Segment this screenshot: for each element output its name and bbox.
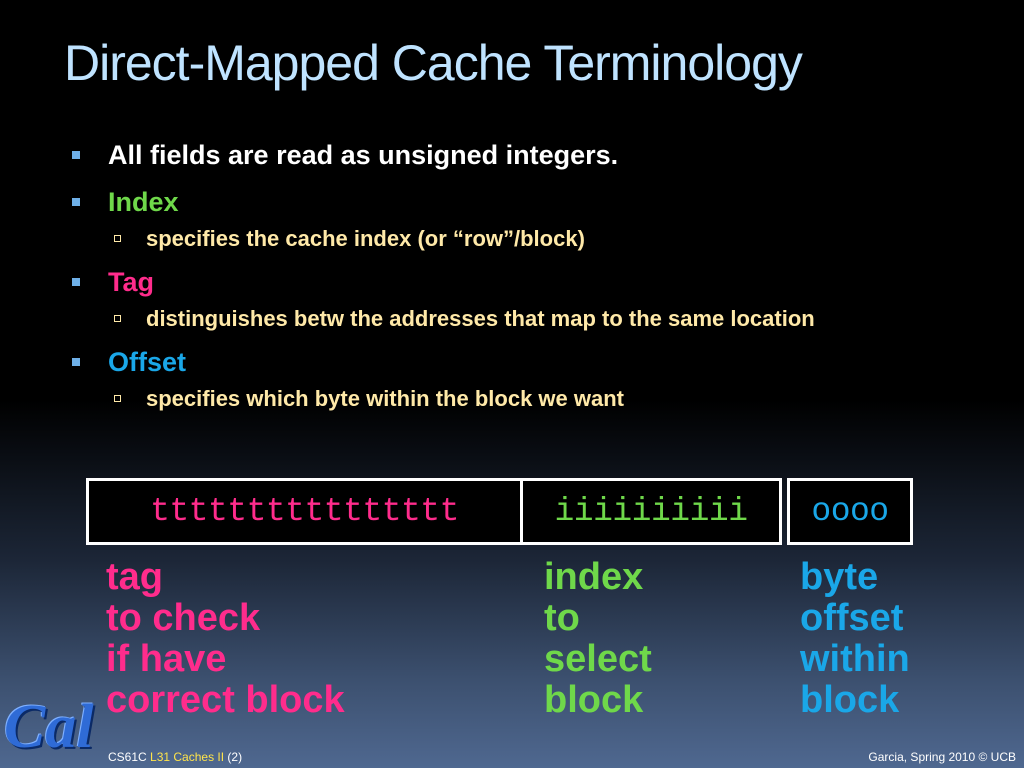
tag-desc-line: if have <box>106 638 227 680</box>
cal-logo: Cal <box>4 693 94 761</box>
index-desc-line: block <box>544 679 644 721</box>
bullet-tag: Tag <box>72 265 952 299</box>
footer-lecture: L31 Caches II <box>150 750 225 764</box>
address-index-field: iiiiiiiiii <box>520 478 782 545</box>
sub-bullet-text: specifies which byte within the block we… <box>146 386 624 411</box>
square-bullet-icon <box>72 278 80 286</box>
bullet-label-tag: Tag <box>108 267 154 297</box>
slide-title: Direct-Mapped Cache Terminology <box>64 35 803 91</box>
offset-desc-line: block <box>800 679 900 721</box>
index-description: index to select block <box>544 557 652 721</box>
square-bullet-icon <box>72 358 80 366</box>
square-bullet-icon <box>72 151 80 159</box>
offset-bits: oooo <box>811 493 889 530</box>
bullet-index: Index <box>72 185 952 219</box>
sub-bullet-text: specifies the cache index (or “row”/bloc… <box>146 226 585 251</box>
bullet-text: All fields are read as unsigned integers… <box>108 140 619 170</box>
offset-desc-line: offset <box>800 597 904 639</box>
index-desc-line: to <box>544 597 580 639</box>
tag-bits: tttttttttttttttt <box>150 493 459 530</box>
tag-desc-line: correct block <box>106 679 345 721</box>
index-desc-line: index <box>544 556 644 598</box>
hollow-square-bullet-icon <box>114 395 121 402</box>
offset-desc-line: within <box>800 638 910 680</box>
offset-desc-line: byte <box>800 556 879 598</box>
hollow-square-bullet-icon <box>114 315 121 322</box>
hollow-square-bullet-icon <box>114 235 121 242</box>
sub-bullet-index: specifies the cache index (or “row”/bloc… <box>72 222 952 256</box>
sub-bullet-offset: specifies which byte within the block we… <box>72 382 952 416</box>
bullet-unsigned: All fields are read as unsigned integers… <box>72 138 952 172</box>
index-bits: iiiiiiiiii <box>554 493 748 530</box>
sub-bullet-tag: distinguishes betw the addresses that ma… <box>72 302 952 336</box>
footer-page: (2) <box>227 750 243 764</box>
sub-bullet-text: distinguishes betw the addresses that ma… <box>146 306 815 331</box>
footer-credit: Garcia, Spring 2010 © UCB <box>868 750 1016 764</box>
tag-desc-line: tag <box>106 556 163 598</box>
bullet-list: All fields are read as unsigned integers… <box>72 138 952 425</box>
square-bullet-icon <box>72 198 80 206</box>
offset-description: byte offset within block <box>800 557 910 721</box>
tag-description: tag to check if have correct block <box>106 557 345 721</box>
bullet-label-offset: Offset <box>108 347 187 377</box>
address-tag-field: tttttttttttttttt <box>86 478 523 545</box>
bullet-label-index: Index <box>108 187 179 217</box>
footer-course: CS61C L31 Caches II (2) <box>108 750 242 764</box>
bullet-offset: Offset <box>72 345 952 379</box>
footer-course-code: CS61C <box>108 750 147 764</box>
address-offset-field: oooo <box>787 478 913 545</box>
tag-desc-line: to check <box>106 597 261 639</box>
index-desc-line: select <box>544 638 652 680</box>
